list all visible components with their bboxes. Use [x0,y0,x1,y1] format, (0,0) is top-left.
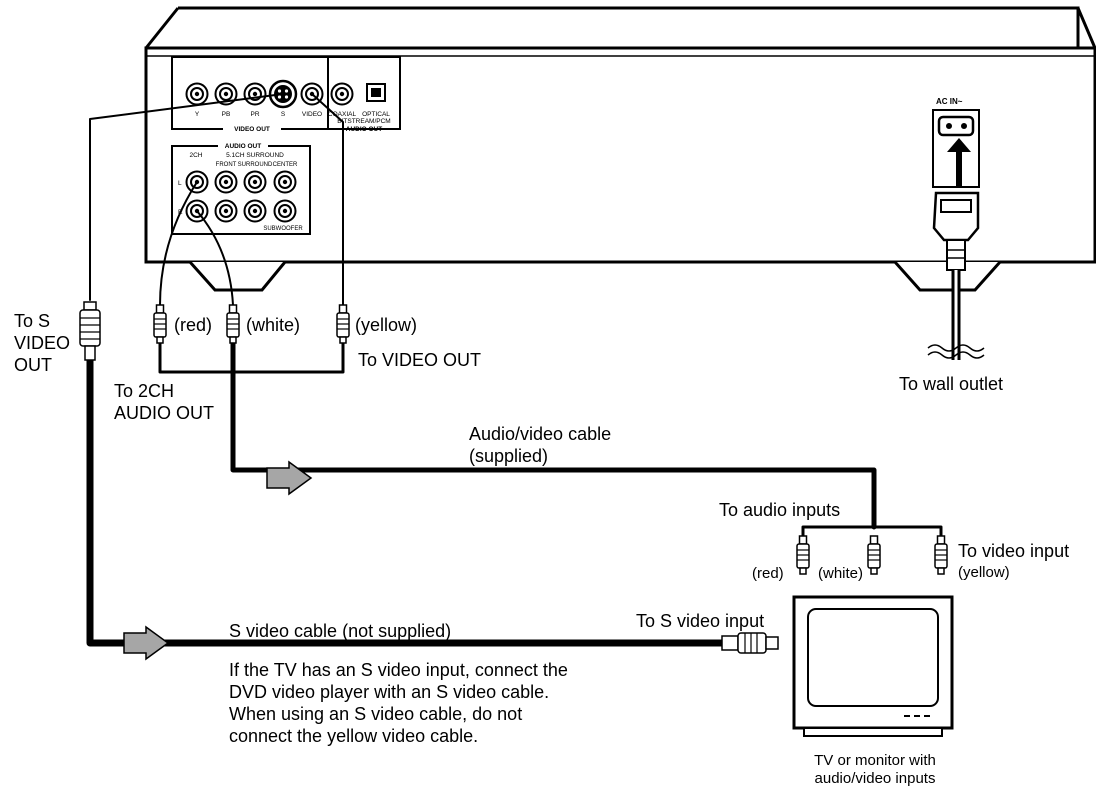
plug-yellow [336,304,350,344]
label-to-s-video-input: To S video input [636,611,765,631]
tv-caption: TV or monitor with audio/video inputs [814,752,936,787]
jack-y[interactable] [185,82,209,106]
jack-label-coaxial: COAXIAL [328,111,357,118]
ac-inlet: AC IN~ [932,97,980,188]
cables [86,93,943,647]
tv-monitor [792,595,954,737]
label-plug-white: (white) [246,315,301,335]
s-video-plug-tv-side [721,632,779,654]
tv-plug-yellow [934,535,948,575]
label-subwoofer: SUBWOOFER [263,226,303,232]
jack-optical[interactable] [366,83,386,102]
dvd-player-rear: Y PB PR S VIDEO COAXIAL OPTICAL BITSTREA… [144,6,1096,292]
jack-coaxial[interactable] [330,82,354,106]
tv-plug-white [867,535,881,575]
s-video-plug-player-side [79,301,101,361]
label-tv-yellow: (yellow) [958,564,1010,581]
plug-red [153,304,167,344]
label-to-2ch-audio-out: To 2CH AUDIO OUT [114,381,215,423]
jack-front-r[interactable] [214,199,238,223]
jack-label-video: VIDEO [302,111,322,118]
av-cable-direction-arrow [266,461,312,495]
note-text: If the TV has an S video input, connect … [229,660,568,746]
label-5-1ch: 5.1CH SURROUND [226,152,284,159]
jack-center[interactable] [273,170,297,194]
label-center: CENTER [273,162,298,168]
label-plug-red: (red) [174,315,213,335]
video-out-panel: Y PB PR S VIDEO COAXIAL OPTICAL BITSTREA… [171,56,401,133]
power-cord [927,191,985,360]
jack-label-s: S [281,111,286,118]
label-to-video-out: To VIDEO OUT [358,350,482,370]
jack-front-l[interactable] [214,170,238,194]
ac-in-label: AC IN~ [936,97,963,106]
jack-surround-r[interactable] [243,199,267,223]
jack-label-optical: OPTICAL [362,111,390,118]
audio-out-panel: AUDIO OUT 2CH 5.1CH SURROUND FRONT SURRO… [171,140,311,235]
jack-label-pb: PB [222,111,231,118]
label-2ch: 2CH [189,152,202,159]
jack-subwoofer[interactable] [273,199,297,223]
label-to-wall-outlet: To wall outlet [899,374,1004,394]
jack-surround-l[interactable] [243,170,267,194]
audio-out-label: AUDIO OUT [225,143,262,150]
label-surround: SURROUND [238,162,273,168]
label-front: FRONT [216,162,237,168]
label-tv-red: (red) [752,565,784,582]
jack-label-pr: PR [250,111,259,118]
plug-white [226,304,240,344]
label-s-video-cable: S video cable (not supplied) [229,621,452,641]
label-plug-yellow: (yellow) [355,315,418,335]
jack-label-y: Y [195,111,200,118]
bitstream-label: BITSTREAM/PCM [337,118,390,125]
label-to-audio-inputs: To audio inputs [719,500,841,520]
label-tv-white: (white) [818,565,864,582]
jack-pr[interactable] [243,82,267,106]
label-to-video-input: To video input [958,541,1070,561]
s-video-cable-direction-arrow [123,626,169,660]
video-out-label: VIDEO OUT [234,126,270,133]
digital-audio-out-label: AUDIO OUT [346,126,383,133]
label-to-s-video-out: To S VIDEO OUT [14,311,71,375]
tv-plug-red [796,535,810,575]
label-l: L [178,180,182,187]
label-av-cable: Audio/video cable (supplied) [469,424,612,466]
